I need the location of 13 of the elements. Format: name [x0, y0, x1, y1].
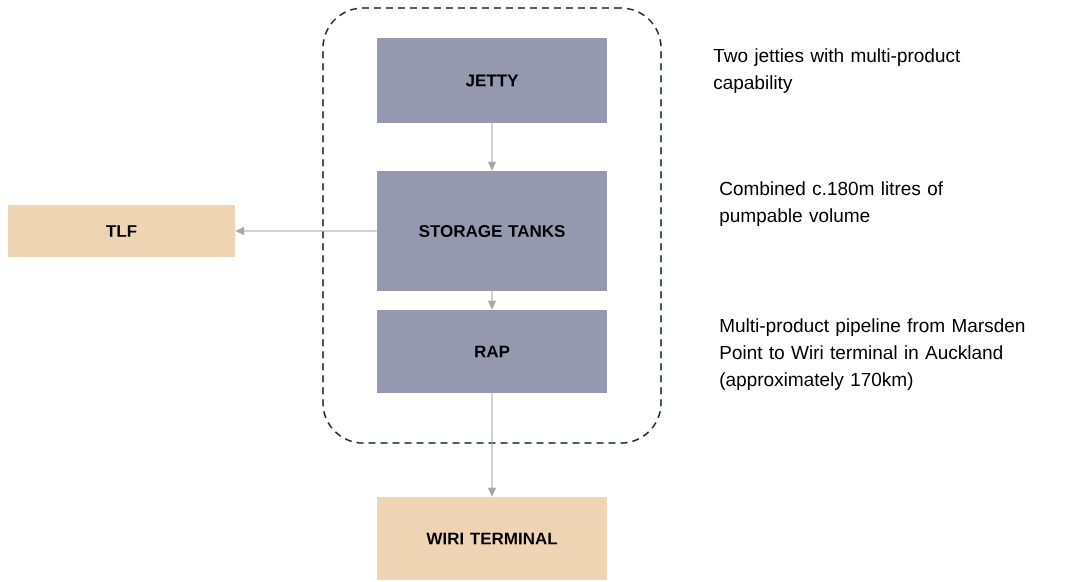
dashed-boundary — [322, 7, 662, 444]
arrow — [235, 227, 378, 235]
description-text: Combined c.180m litres of pumpable volume — [720, 181, 944, 226]
terminal-box: TLF — [8, 205, 235, 257]
arrow — [488, 122, 496, 171]
process-box: RAP — [377, 310, 607, 393]
process-box: STORAGE TANKS — [377, 171, 607, 291]
terminal-box: WIRI TERMINAL — [377, 497, 607, 580]
description-text: Multi-product pipeline from Marsden Point to Wiri terminal in Auckland (approximately 170km) — [720, 318, 1025, 390]
description-text: Two jetties with multi-product capability — [713, 48, 961, 93]
process-box: JETTY — [377, 38, 607, 123]
arrow — [488, 392, 496, 497]
arrow — [488, 290, 496, 310]
